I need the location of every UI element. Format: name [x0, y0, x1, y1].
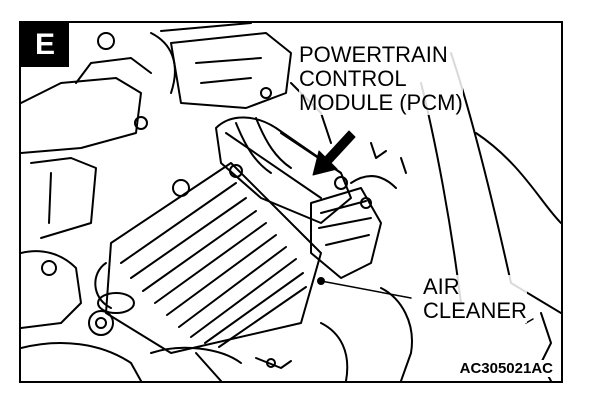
battery-area	[21, 32, 176, 381]
fender-area	[255, 52, 561, 381]
engine-bay-illustration	[21, 23, 561, 381]
air-cleaner-box	[94, 162, 322, 381]
air-cleaner-label-line: CLEANER	[423, 298, 527, 323]
air-cleaner-label-line: AIR	[423, 274, 460, 299]
diagram-frame: E POWERTRAIN CONTROL MODULE (PCM) AIR CL…	[19, 21, 563, 383]
leader-lines	[317, 277, 534, 324]
pcm-label: POWERTRAIN CONTROL MODULE (PCM)	[299, 43, 463, 115]
pcm-module	[310, 175, 397, 279]
pcm-label-line: MODULE (PCM)	[299, 90, 463, 115]
air-cleaner-label: AIR CLEANER	[423, 275, 527, 323]
pcm-pointer-arrow	[312, 130, 356, 176]
pcm-label-line: CONTROL	[299, 66, 407, 91]
panel-letter-tag: E	[21, 23, 69, 67]
figure-code: AC305021AC	[457, 360, 555, 377]
pcm-label-line: POWERTRAIN	[299, 42, 448, 67]
